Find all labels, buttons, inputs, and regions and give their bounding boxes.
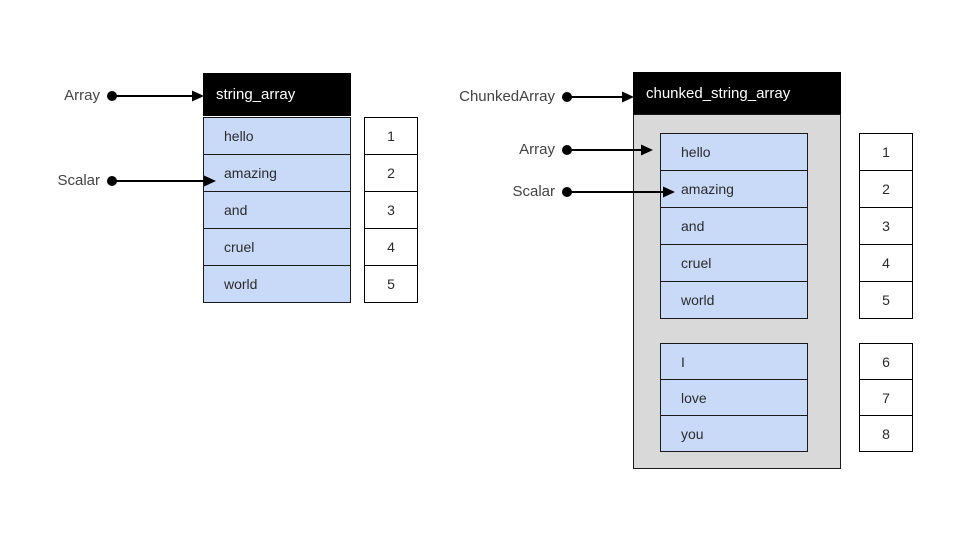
index-cell: 1 — [859, 133, 913, 171]
pointer-dot — [107, 91, 117, 101]
value-cell: I — [660, 343, 808, 380]
left-array-arrow — [107, 90, 204, 102]
pointer-dot — [107, 176, 117, 186]
value-cell: amazing — [203, 154, 351, 192]
value-cell: amazing — [660, 170, 808, 208]
index-cell: 4 — [859, 244, 913, 282]
index-cell: 8 — [859, 415, 913, 452]
value-cell: cruel — [203, 228, 351, 266]
value-cell: world — [660, 281, 808, 319]
value-cell: and — [203, 191, 351, 229]
right-chunked-array-pointer-label: ChunkedArray — [459, 88, 555, 105]
index-cell: 6 — [859, 343, 913, 380]
right-chunked-array-arrow — [562, 91, 634, 103]
left-scalar-arrow — [107, 175, 216, 187]
value-cell: world — [203, 265, 351, 303]
left-scalar-pointer-label: Scalar — [57, 172, 100, 189]
index-cell: 1 — [364, 117, 418, 155]
string-array-header: string_array — [203, 73, 351, 116]
value-cell: love — [660, 379, 808, 416]
chunked-string-array-header: chunked_string_array — [633, 72, 841, 114]
index-cell: 7 — [859, 379, 913, 416]
pointer-dot — [562, 92, 572, 102]
index-cell: 4 — [364, 228, 418, 266]
index-cell: 2 — [364, 154, 418, 192]
index-cell: 5 — [364, 265, 418, 303]
index-cell: 3 — [364, 191, 418, 229]
pointer-dot — [562, 145, 572, 155]
value-cell: and — [660, 207, 808, 245]
index-cell: 5 — [859, 281, 913, 319]
right-array-pointer-label: Array — [519, 141, 555, 158]
value-cell: hello — [660, 133, 808, 171]
value-cell: hello — [203, 117, 351, 155]
pointer-dot — [562, 187, 572, 197]
left-array-pointer-label: Array — [64, 87, 100, 104]
index-cell: 2 — [859, 170, 913, 208]
index-cell: 3 — [859, 207, 913, 245]
right-scalar-pointer-label: Scalar — [512, 183, 555, 200]
value-cell: cruel — [660, 244, 808, 282]
value-cell: you — [660, 415, 808, 452]
